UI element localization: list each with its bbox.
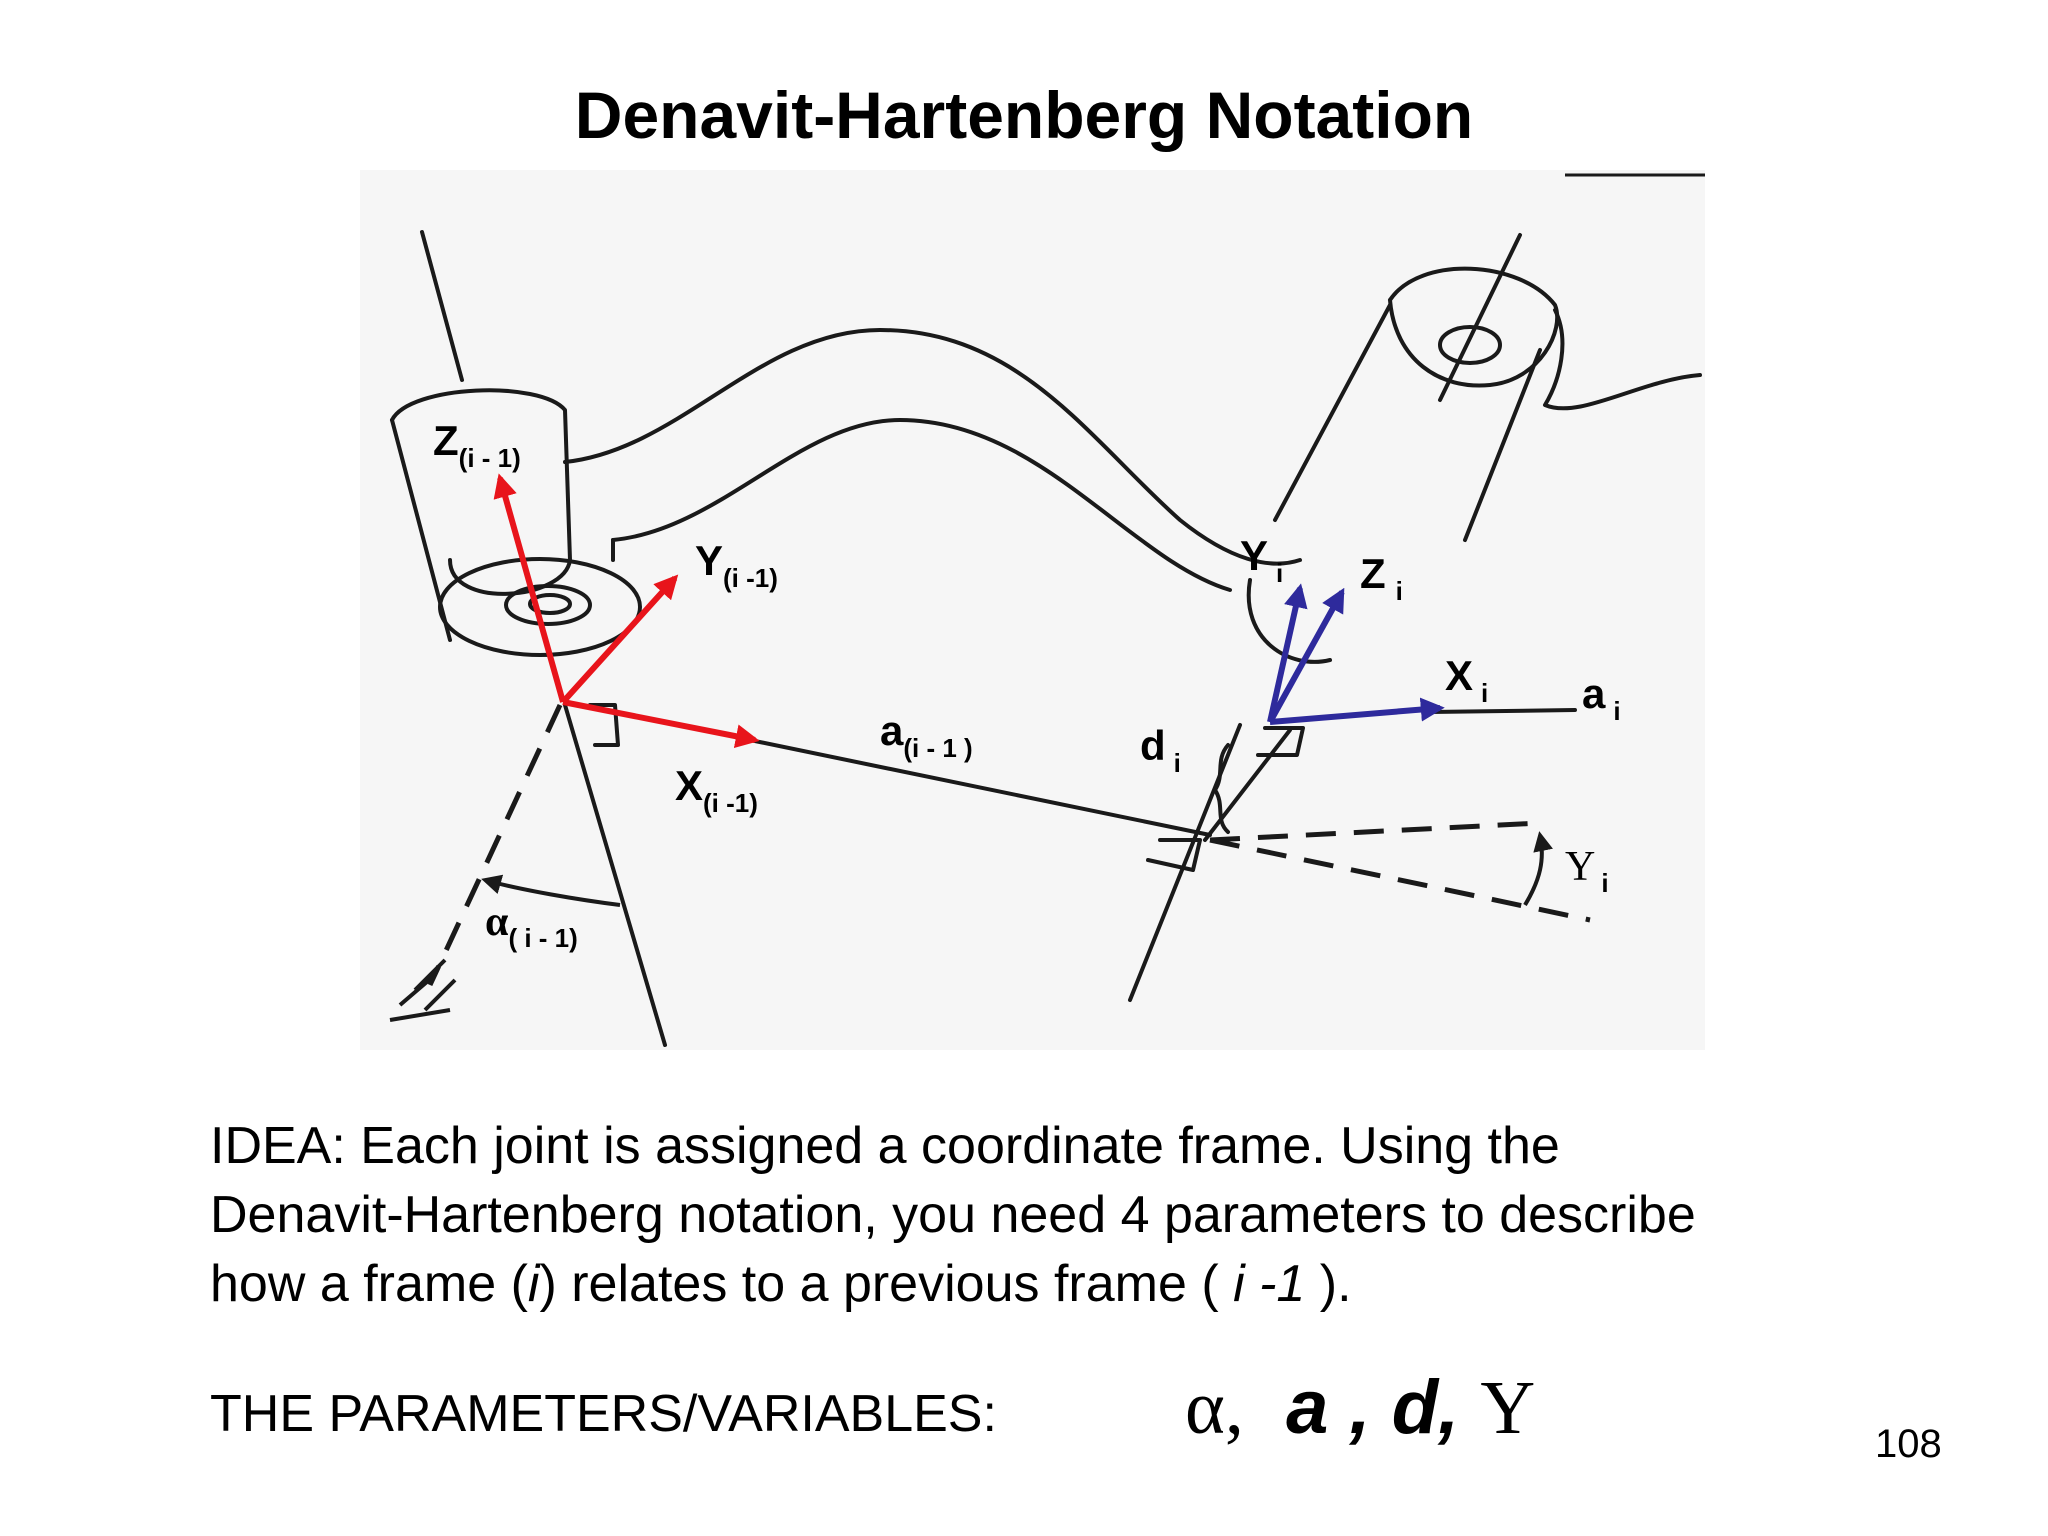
x-prev-label: X(i -1) bbox=[675, 762, 758, 818]
frame-prev-axes bbox=[493, 473, 760, 749]
z-i-arrow bbox=[1267, 587, 1345, 724]
params-symbols: α, a , d, Y bbox=[1185, 1370, 1535, 1447]
idea-line-3: how a frame (i) relates to a previous fr… bbox=[210, 1255, 1352, 1313]
param-theta: Y bbox=[1480, 1366, 1536, 1450]
param-a: a , bbox=[1286, 1365, 1371, 1450]
dashed-axes bbox=[427, 703, 1591, 987]
page-number: 108 bbox=[1875, 1422, 1942, 1466]
y-prev-label: Y(i -1) bbox=[695, 537, 778, 593]
alpha-prev-label: α( i - 1) bbox=[485, 899, 578, 953]
slide-title: Denavit-Hartenberg Notation bbox=[574, 78, 1474, 152]
y-prev-arrow bbox=[560, 574, 679, 705]
y-i-arrow bbox=[1267, 583, 1308, 723]
idea-line-1: IDEA: Each joint is assigned a coordinat… bbox=[210, 1117, 1560, 1175]
frame-i-axes bbox=[1267, 583, 1445, 725]
param-alpha: α, bbox=[1185, 1366, 1244, 1450]
link-sketch bbox=[390, 230, 1702, 1047]
params-label: THE PARAMETERS/VARIABLES: bbox=[210, 1385, 997, 1443]
idea-line-2: Denavit-Hartenberg notation, you need 4 … bbox=[210, 1186, 1696, 1244]
x-i-arrow bbox=[1269, 697, 1445, 725]
x-prev-arrow bbox=[562, 699, 760, 749]
z-prev-arrow bbox=[493, 473, 566, 703]
param-d: d, bbox=[1391, 1365, 1460, 1450]
a-prev-label: a(i - 1 ) bbox=[880, 707, 973, 763]
idea-paragraph: IDEA: Each joint is assigned a coordinat… bbox=[210, 1112, 1910, 1319]
ground-hatch bbox=[389, 958, 457, 1022]
z-prev-label: Z(i - 1) bbox=[433, 417, 521, 473]
alpha-arc bbox=[481, 874, 621, 907]
theta-arc bbox=[1523, 831, 1553, 907]
